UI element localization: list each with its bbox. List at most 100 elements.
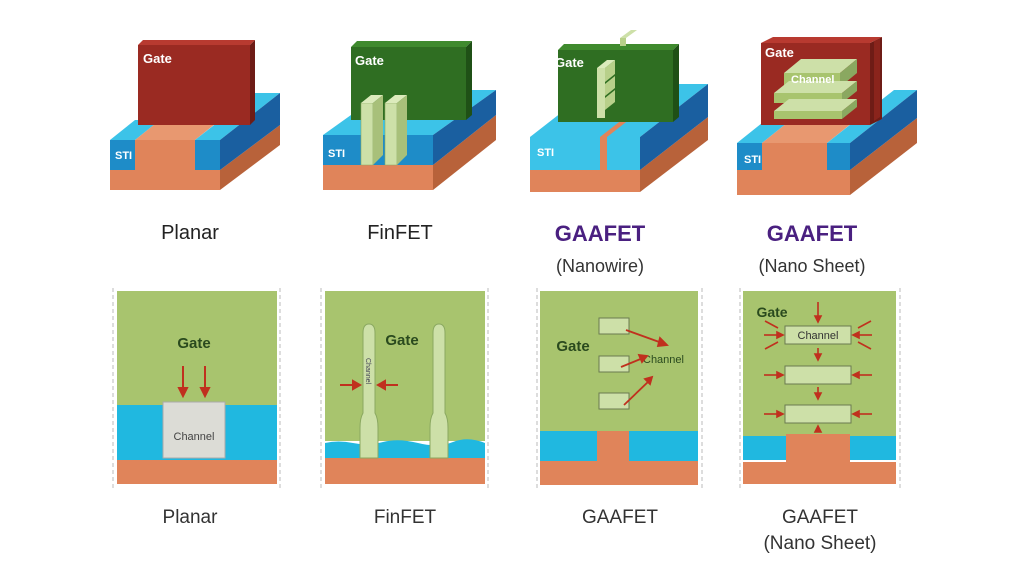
nanosheet-1-top — [784, 59, 857, 73]
substrate-front — [110, 170, 220, 190]
planar-cross-section: Gate Channel — [112, 288, 281, 488]
nanosheet-1 — [784, 325, 852, 345]
nanosheet-3 — [784, 404, 852, 424]
top-subtitle-nanowire: (Nanowire) — [555, 256, 645, 276]
substrate-region — [540, 461, 698, 485]
substrate-side — [220, 125, 280, 190]
sti-side — [640, 84, 708, 170]
substrate-front — [323, 165, 433, 190]
channel-stem-top — [600, 119, 630, 137]
arrow-left-icon — [851, 409, 860, 419]
sti-label: STI — [115, 150, 132, 162]
sti-right-side — [220, 93, 280, 170]
gate-top — [558, 44, 679, 50]
bottom-title-gaafet: GAAFET — [581, 507, 658, 528]
field-arrows — [764, 302, 872, 433]
sti-right-front — [195, 140, 220, 170]
bottom-subtitle-nanosheet: (Nano Sheet) — [763, 533, 877, 554]
nanowire-1 — [605, 60, 615, 82]
channel-label: Channel — [791, 74, 834, 86]
arrow-left-icon — [851, 370, 860, 380]
gate-label: Gate — [177, 335, 210, 352]
gate-label: Gate — [765, 45, 794, 60]
planar-3d-diagram: Gate STI — [110, 40, 280, 190]
nanosheet-3 — [774, 111, 842, 119]
top-title-gaafet-nanosheet: GAAFET — [766, 221, 858, 246]
channel-pointer-arrows — [620, 329, 669, 406]
arrow-down-icon — [813, 353, 823, 362]
arrow-down-icon — [813, 315, 823, 324]
channel-stem — [600, 137, 607, 170]
gate-top — [351, 41, 472, 47]
top-subtitle-nanosheet: (Nano Sheet) — [758, 256, 866, 276]
sti-right-front — [827, 143, 850, 170]
fin-2-top — [385, 95, 407, 103]
top-title-gaafet-nanowire: GAAFET — [554, 221, 646, 246]
nanowire-stack — [597, 60, 615, 118]
sti-label: STI — [537, 147, 554, 159]
substrate-region — [117, 460, 277, 484]
top-title-finfet: FinFET — [367, 222, 433, 244]
fin-2 — [429, 323, 449, 459]
arrow-right-icon — [776, 409, 785, 419]
finfet-3d-diagram: Gate STI — [323, 41, 496, 190]
sti-region — [325, 439, 485, 458]
substrate-region — [743, 462, 896, 484]
fin-1-side — [373, 95, 383, 165]
sti-label: STI — [744, 154, 761, 166]
gate-side — [673, 44, 679, 122]
arrow-right-icon — [352, 379, 363, 391]
fin-1-top — [361, 95, 383, 103]
arrow-right-icon — [776, 330, 785, 340]
gaafet-nanowire-3d-diagram: Gate STI — [530, 30, 708, 192]
nanowire-2 — [598, 355, 630, 373]
gate-region — [325, 291, 485, 441]
nanosheet-2-side — [842, 81, 857, 103]
channel-front — [135, 140, 195, 170]
nanowire-top-end — [620, 38, 626, 46]
gate-label: Gate — [756, 304, 787, 320]
nanowire-3 — [598, 392, 630, 410]
channel-label: Channel — [798, 330, 839, 342]
arrow-right-icon — [776, 370, 785, 380]
gate-label: Gate — [143, 51, 172, 66]
fin-2-side — [397, 95, 407, 165]
field-arrows — [340, 379, 398, 391]
nanosheet-1-side — [840, 59, 857, 87]
fin-2 — [384, 102, 398, 166]
gate-front — [558, 50, 673, 122]
gate-front — [138, 45, 250, 125]
gaafet-nanosheet-cross-section: Gate Channel — [739, 288, 901, 488]
sti-right-side — [850, 90, 917, 170]
channel-stem — [786, 434, 850, 462]
gaafet-nanosheet-3d-diagram: Gate Channel STI — [737, 37, 917, 195]
channel-front — [762, 143, 827, 170]
nanosheet-2-top — [774, 81, 857, 93]
arrow-left-icon — [851, 330, 860, 340]
arrow-up-icon — [813, 424, 823, 433]
sti-right-front — [607, 137, 640, 170]
sti-left-front — [110, 140, 135, 170]
sti-left-front — [737, 143, 762, 170]
nanowire-3 — [605, 90, 615, 110]
gate-region — [117, 291, 277, 405]
substrate-front — [737, 170, 850, 195]
nanowire-top-protrusion — [620, 30, 637, 38]
arrow-left-icon — [375, 379, 386, 391]
channel-stem — [597, 431, 629, 461]
gaafet-nanowire-cross-section: Gate Channel — [536, 288, 703, 488]
channel-label: Channel — [174, 431, 215, 443]
substrate-side — [640, 117, 708, 192]
top-title-planar: Planar — [161, 222, 219, 244]
nanosheet-3-top — [774, 99, 857, 111]
gate-top — [138, 40, 255, 45]
nanosheet-stack — [774, 59, 857, 119]
bottom-title-finfet: FinFET — [373, 507, 437, 528]
fin-1 — [359, 323, 379, 459]
bottom-title-gaafet-nanosheet: GAAFET — [781, 507, 858, 528]
field-arrows — [177, 366, 211, 399]
nanowire-column — [597, 68, 605, 118]
substrate-region — [325, 458, 485, 484]
nanowire-top — [597, 60, 615, 68]
gate-label: Gate — [556, 338, 589, 355]
